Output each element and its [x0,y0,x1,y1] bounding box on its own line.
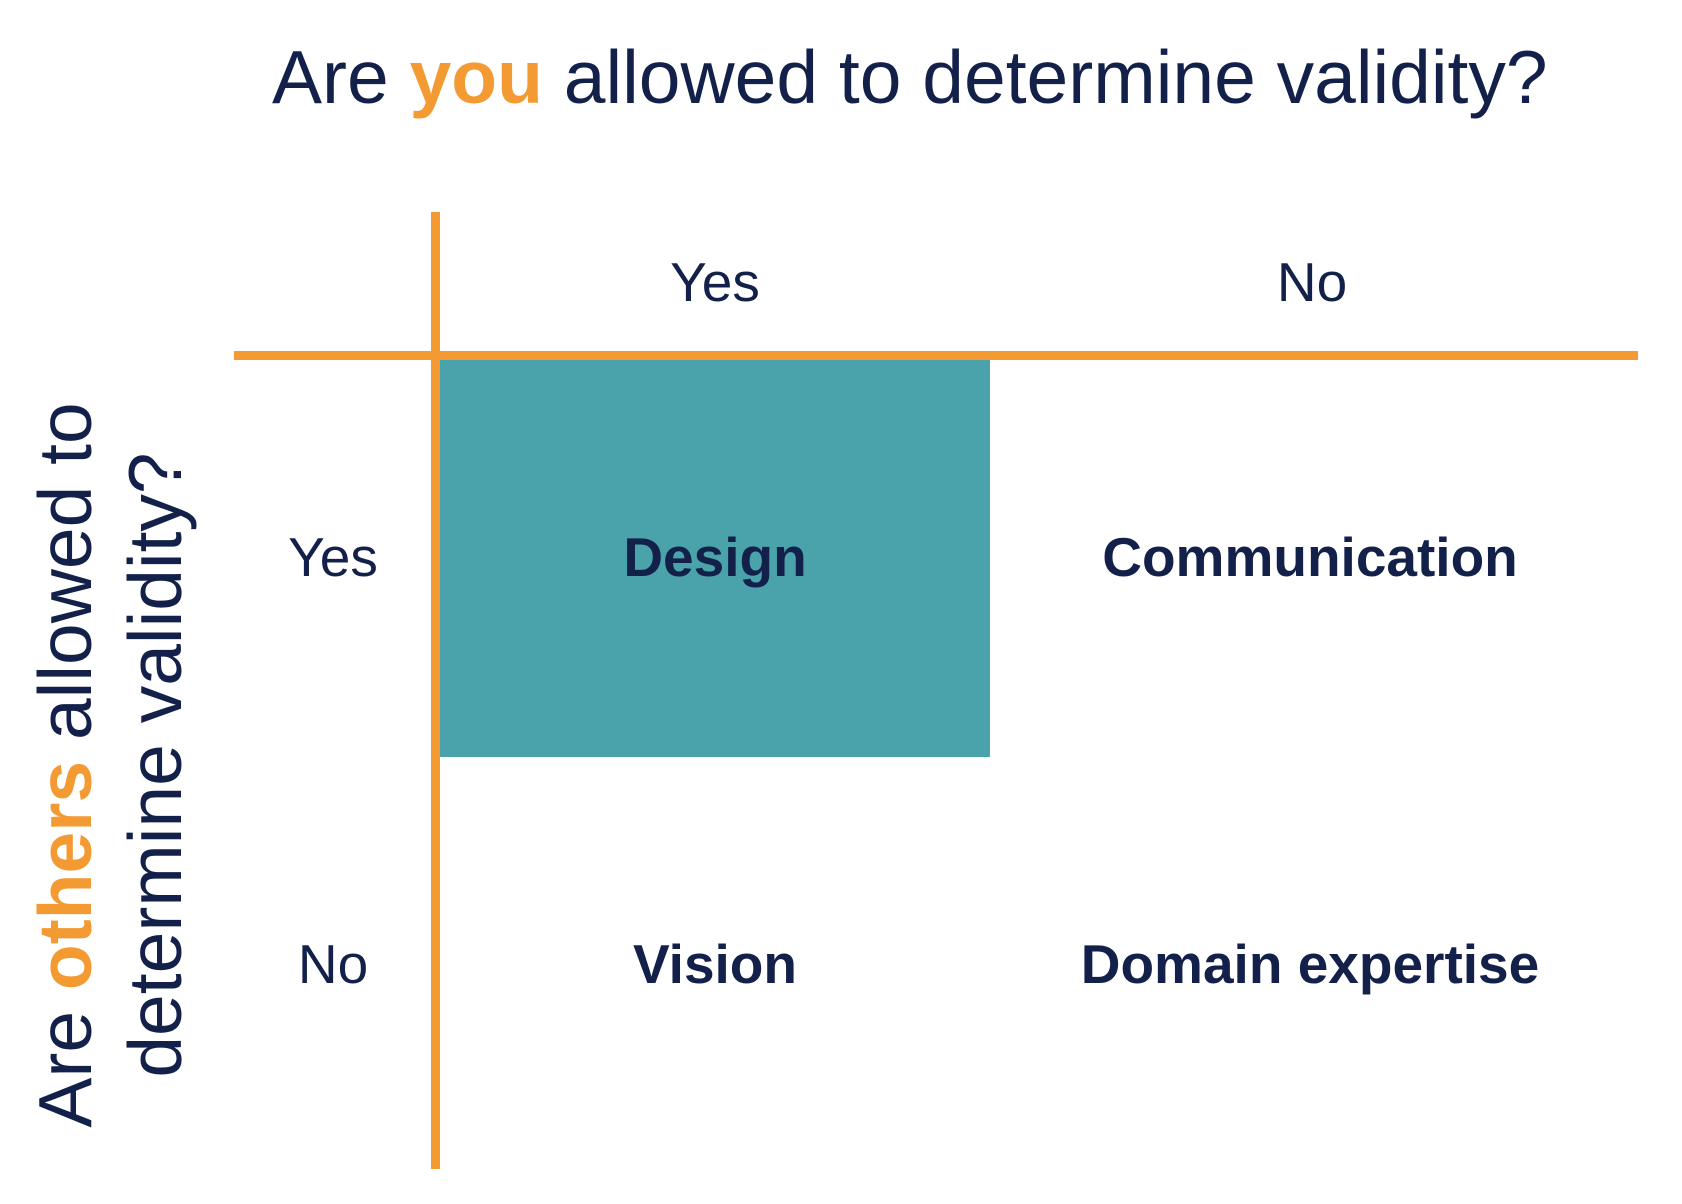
side-axis-question: Are others allowed to determine validity… [20,380,210,1150]
cell-vision: Vision [632,933,798,995]
column-header-no: No [1276,251,1348,313]
top-question-suffix: allowed to determine validity? [542,35,1548,119]
top-question-accent: you [409,35,543,119]
side-question-line-1: Are others allowed to [20,380,110,1150]
side-question-accent: others [23,760,107,991]
vertical-axis-line [431,212,440,1169]
row-header-no: No [297,933,369,995]
cell-communication: Communication [1102,526,1518,588]
side-question-prefix: Are [23,990,107,1128]
horizontal-axis-line [234,351,1638,360]
top-question-prefix: Are [272,35,410,119]
highlighted-quadrant [440,360,990,757]
cell-design: Design [623,526,807,588]
side-question-suffix: allowed to [23,402,107,761]
cell-domain-expertise: Domain expertise [1080,933,1540,995]
row-header-yes: Yes [288,526,378,588]
side-question-line-2: determine validity? [113,452,197,1078]
column-header-yes: Yes [670,251,760,313]
top-axis-question: Are you allowed to determine validity? [272,40,1548,115]
